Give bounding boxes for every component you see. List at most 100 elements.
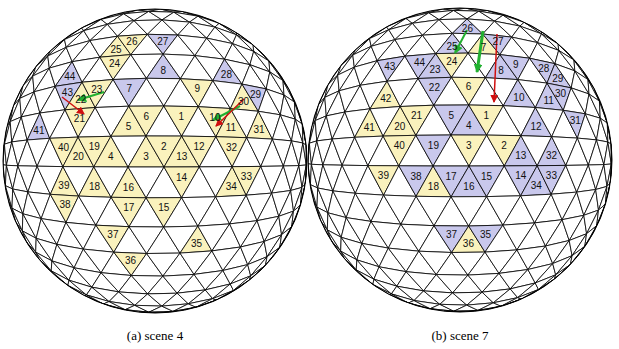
mesh-triangle [596, 186, 607, 210]
triangle-number: 15 [158, 203, 169, 213]
triangle-number: 9 [513, 60, 519, 70]
subfigure-caption: (a) scene 4 [127, 329, 183, 343]
mesh-triangle [539, 275, 556, 290]
mesh-triangle [317, 207, 327, 230]
triangle-number: 6 [143, 112, 149, 122]
triangle-number: 36 [125, 256, 136, 266]
triangle-number: 34 [531, 181, 542, 191]
triangle-number: 25 [447, 42, 458, 52]
triangle-number: 24 [109, 59, 120, 69]
triangle-number: 10 [513, 93, 524, 103]
triangle-number: 1 [179, 112, 185, 122]
mesh-triangle [518, 290, 539, 300]
triangle-number: 16 [463, 182, 474, 192]
triangle-number: 35 [191, 239, 202, 249]
triangle-number: 31 [570, 116, 581, 126]
triangle-number: 13 [176, 152, 187, 162]
triangle-number: 12 [193, 142, 204, 152]
triangle-number: 41 [33, 126, 44, 136]
triangle-number: 8 [498, 66, 504, 76]
triangle-number: 12 [530, 122, 541, 132]
triangle-number: 44 [64, 72, 75, 82]
triangle-number: 16 [123, 183, 134, 193]
triangle-number: 30 [238, 97, 249, 107]
mesh-triangle [5, 186, 12, 209]
mesh-triangle [356, 270, 374, 285]
triangle-number: 29 [250, 90, 261, 100]
triangle-number: 35 [480, 230, 491, 240]
mesh-triangle [291, 187, 302, 211]
triangle-number: 44 [414, 58, 425, 68]
mesh-triangle [327, 230, 341, 251]
triangle-number: 11 [226, 123, 236, 133]
triangle-number: 40 [58, 143, 69, 153]
triangle-number: 15 [481, 172, 492, 182]
mesh-triangle [36, 252, 52, 271]
triangle-number: 38 [59, 200, 70, 210]
sphere-outline [3, 9, 307, 313]
mesh-triangle [317, 207, 328, 230]
triangle-number: 6 [466, 82, 472, 92]
triangle-number: 20 [73, 152, 84, 162]
subfigure-caption: (b) scene 7 [431, 329, 488, 343]
mesh-triangle [292, 119, 303, 143]
triangle-number: 19 [89, 142, 100, 152]
mesh-triangle [51, 271, 69, 286]
triangle-number: 28 [538, 64, 549, 74]
triangle-number: 2 [161, 142, 167, 152]
triangle-number: 7 [127, 84, 133, 94]
triangle-number: 23 [430, 65, 441, 75]
triangle-number: 30 [555, 89, 566, 99]
triangle-number: 27 [157, 37, 168, 47]
mesh-triangle [341, 251, 357, 270]
triangle-number: 26 [462, 24, 473, 34]
mesh-triangle [12, 208, 23, 231]
triangle-number: 20 [394, 122, 405, 132]
mesh-triangle [230, 276, 251, 291]
mesh-triangle [341, 251, 357, 270]
triangle-number: 14 [176, 173, 187, 183]
triangle-number: 1 [484, 111, 490, 121]
triangle-number: 21 [411, 111, 422, 121]
triangle-number: 41 [364, 123, 375, 133]
mesh-triangle [535, 275, 556, 290]
triangle-number: 14 [515, 171, 526, 181]
triangle-number: 31 [254, 125, 265, 135]
triangle-number: 5 [126, 122, 132, 132]
triangle-number: 29 [552, 74, 563, 84]
mesh-triangle [213, 291, 234, 301]
mesh-triangle [327, 230, 340, 251]
triangle-number: 43 [62, 88, 73, 98]
triangle-number: 3 [466, 141, 472, 151]
triangle-number: 17 [446, 172, 457, 182]
mesh-triangle [299, 143, 306, 166]
triangle-number: 36 [463, 239, 474, 249]
triangle-number: 33 [241, 172, 252, 182]
mesh-triangle [597, 118, 608, 142]
mesh-triangle [22, 231, 35, 252]
mesh-triangle [36, 252, 52, 271]
triangle-number: 34 [226, 182, 237, 192]
triangle-number: 4 [466, 121, 472, 131]
sphere-mesh [3, 9, 307, 313]
mesh-triangle [196, 299, 216, 308]
triangle-number: 10 [209, 113, 220, 123]
triangle-number: 43 [384, 62, 395, 72]
triangle-number: 19 [428, 141, 439, 151]
triangle-number: 23 [91, 85, 102, 95]
triangle-number: 28 [221, 70, 232, 80]
sphere-mesh [308, 8, 612, 312]
triangle-number: 32 [226, 143, 237, 153]
mesh-triangle [234, 276, 251, 291]
mesh-triangle [501, 298, 521, 307]
triangle-number: 22 [429, 83, 440, 93]
triangle-number: 22 [75, 95, 86, 105]
triangle-number: 32 [546, 151, 557, 161]
mesh-triangle [604, 142, 611, 165]
triangle-number: 25 [111, 45, 122, 55]
mesh-triangle [310, 185, 317, 208]
sphere-outline [308, 8, 612, 312]
mesh-triangle [22, 231, 36, 252]
triangle-number: 18 [89, 182, 100, 192]
